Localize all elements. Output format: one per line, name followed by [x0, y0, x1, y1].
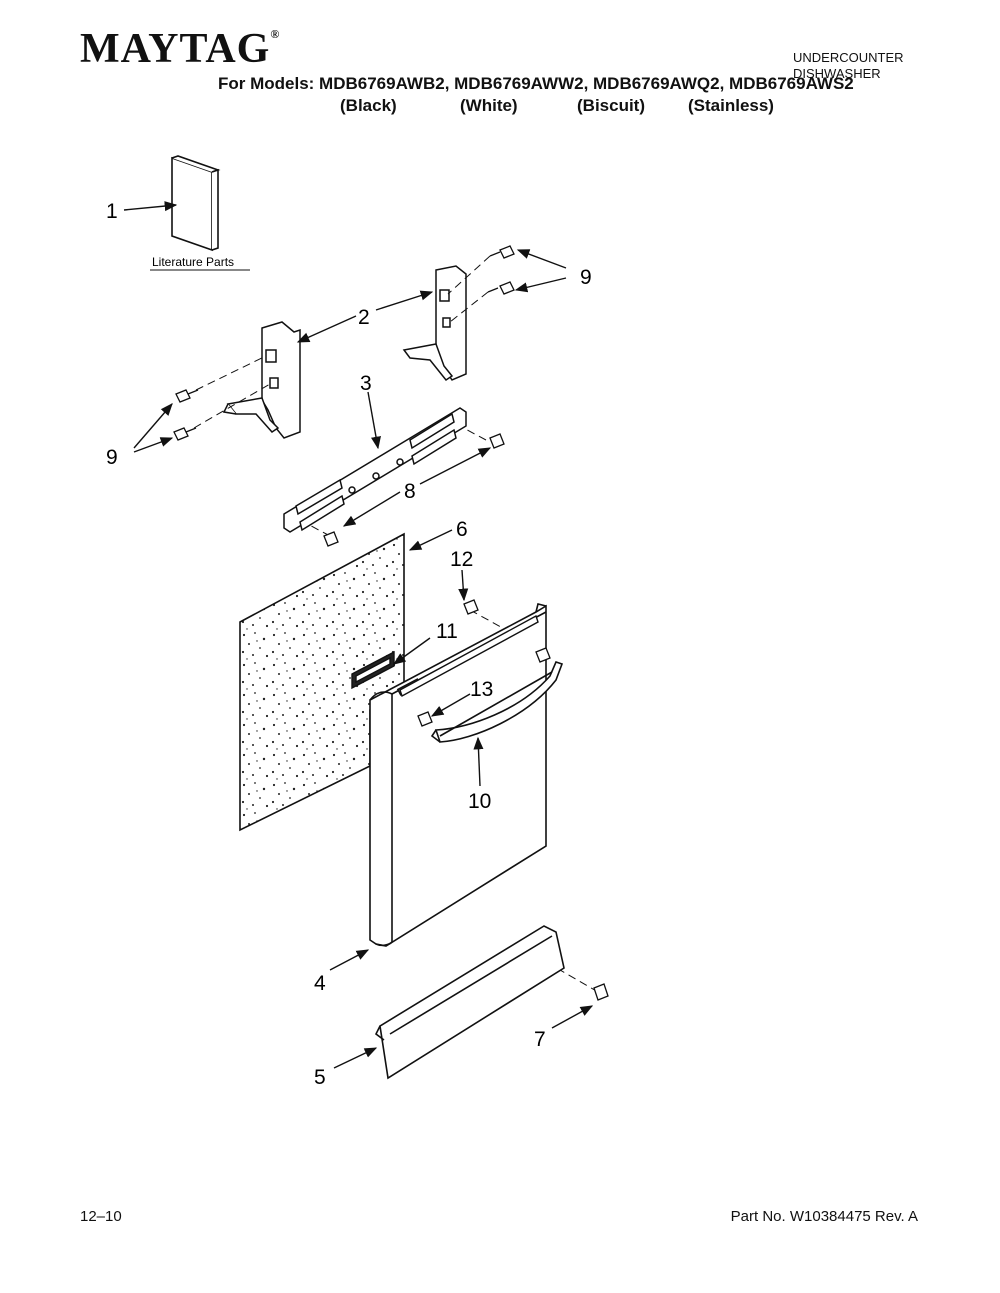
leader-arrows [123, 201, 594, 1069]
model-badge [351, 650, 395, 690]
models-line: For Models: MDB6769AWB2, MDB6769AWW2, MD… [218, 74, 854, 93]
callout-7: 7 [534, 1028, 546, 1051]
callout-9-right: 9 [580, 266, 592, 289]
callout-4: 4 [314, 972, 326, 995]
literature-parts-label: Literature Parts [152, 255, 234, 269]
appliance-type: UNDERCOUNTER DISHWASHER [793, 50, 904, 81]
callout-2: 2 [358, 306, 370, 329]
top-rail [283, 407, 467, 533]
trim-screw-12 [463, 599, 479, 615]
part-number: Part No. W10384475 Rev. A [730, 1208, 918, 1225]
callout-10: 10 [468, 790, 491, 813]
color-stainless: (Stainless) [688, 96, 774, 115]
screw-9-right-top [489, 245, 515, 259]
callout-13: 13 [470, 678, 493, 701]
toe-panel-screw-7 [593, 983, 609, 1001]
brand-logo: MAYTAG® [80, 26, 281, 72]
screw-8-right [489, 433, 505, 449]
handle-trim-strip [399, 614, 539, 698]
color-white: (White) [460, 96, 518, 115]
callout-11: 11 [436, 620, 458, 643]
screw-9-right-bottom [487, 281, 515, 295]
callout-5: 5 [314, 1066, 326, 1089]
color-black: (Black) [340, 96, 397, 115]
literature-part [171, 155, 221, 252]
door-handle [430, 661, 564, 743]
toe-panel [374, 925, 565, 1080]
left-hinge-bracket [222, 321, 301, 439]
handle-screw-13-left [417, 711, 433, 727]
callout-12: 12 [450, 548, 473, 571]
callout-8: 8 [404, 480, 416, 503]
screw-8-left [323, 531, 339, 547]
revision-date: 12–10 [80, 1208, 122, 1225]
handle-screw-13-right [535, 647, 551, 663]
screw-9-left-bottom [173, 427, 197, 441]
callout-3: 3 [360, 372, 372, 395]
screw-9-left-top [175, 389, 199, 403]
color-biscuit: (Biscuit) [577, 96, 645, 115]
callout-1: 1 [106, 200, 118, 223]
callout-6: 6 [456, 518, 468, 541]
right-hinge-bracket [402, 265, 467, 382]
callout-9-left: 9 [106, 446, 118, 469]
